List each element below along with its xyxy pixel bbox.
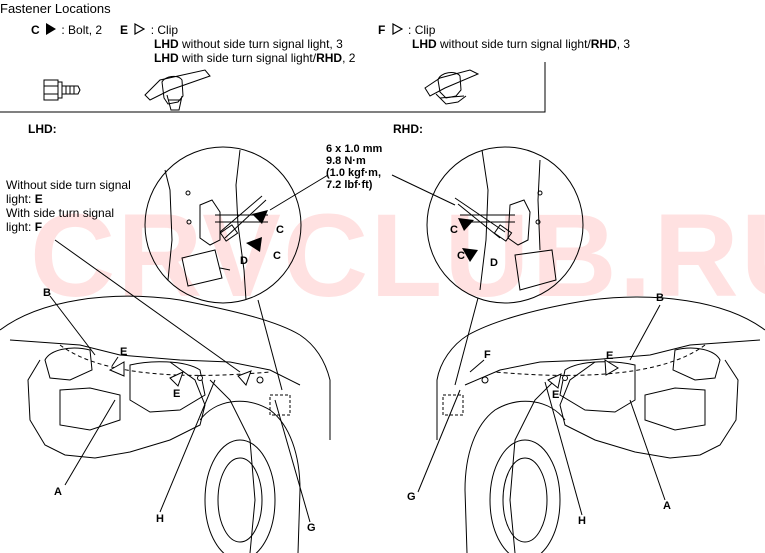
bolt-icon [43,79,81,101]
page-title: Fastener Locations [0,1,111,16]
spec-torque-kgf: (1.0 kgf·m, [326,167,382,179]
spec-torque-lbf: 7.2 lbf·ft) [326,179,373,191]
hollow-triangle-icon [392,22,403,38]
callout-c-rhd-1: C [450,224,458,236]
callout-e-left-2: E [173,388,181,400]
clip-marker [108,361,125,377]
lhd-harness [59,344,271,376]
callout-d-lhd: D [240,255,248,267]
clip-point [256,376,264,384]
note-line4: light: [6,220,35,234]
legend-c-desc: : Bolt, 2 [61,23,103,37]
legend-e-line2-end: , 2 [342,51,356,65]
legend-e-line1-text: without side turn signal light, 3 [178,37,343,51]
section-rhd: RHD: [393,122,423,136]
torque-spec: 6 x 1.0 mm 9.8 N·m (1.0 kgf·m, 7.2 lbf·f… [326,143,382,191]
rhd-vehicle [436,296,765,553]
clip-point [481,376,489,384]
arrow-c-3 [458,218,474,231]
callout-h-right: H [578,515,586,527]
hollow-triangle-icon [134,22,146,38]
note-letter-f: F [34,220,43,234]
lhd-bold: LHD [154,37,179,51]
legend-e: E : Clip [120,22,179,38]
lhd-bold: LHD [412,37,437,51]
callout-c-rhd-2: C [457,250,465,262]
section-lhd: LHD: [28,122,57,136]
callout-a-left: A [54,486,62,498]
legend-f-desc: : Clip [408,23,436,37]
clip-f-icon [424,69,480,105]
legend-e-line2: LHD with side turn signal light/RHD, 2 [154,51,355,65]
arrow-c-1 [252,210,268,224]
lhd-vehicle [0,295,331,553]
side-signal-note: Without side turn signal light: E With s… [6,178,131,234]
rhd-harness [494,344,706,376]
callout-e-right-1: E [606,350,614,362]
callout-h-left: H [156,513,164,525]
callout-b-left: B [43,287,51,299]
note-line1: Without side turn signal [6,178,131,192]
callout-c-lhd-2: C [273,250,281,262]
callout-g-left: G [307,522,316,534]
rhd-detail-circle [426,146,584,304]
callout-b-right: B [656,292,664,304]
callout-e-right-2: E [552,389,560,401]
legend-f-line1: LHD without side turn signal light/RHD, … [412,37,630,51]
clip-marker [169,371,184,387]
rhd-bold: RHD [316,51,343,65]
legend-f-line1-end: , 3 [616,37,631,51]
note-line2: light: [6,192,35,206]
lhd-detail-circle [144,146,302,304]
legend-frame [0,62,546,113]
legend-e-line1: LHD without side turn signal light, 3 [154,37,343,51]
legend-f: F : Clip [378,22,436,38]
callout-d-rhd: D [490,257,498,269]
arrow-c-4 [462,248,478,262]
legend-f-line1-text: without side turn signal light/ [436,37,591,51]
legend-c-letter: C [31,23,40,37]
legend-c: C : Bolt, 2 [31,23,102,37]
solid-triangle-icon [46,23,57,35]
spec-thread: 6 x 1.0 mm [326,143,383,155]
callout-a-right: A [663,500,671,512]
clip-e-icon [144,69,211,111]
rhd-bold: RHD [590,37,617,51]
clip-marker [604,359,619,376]
clip-marker [237,370,252,386]
legend-e-letter: E [120,23,129,37]
callout-f-right: F [484,349,491,361]
note-letter-e: E [34,192,43,206]
spec-torque-nm: 9.8 N·m [326,155,366,167]
note-line3: With side turn signal [6,206,115,220]
callout-c-lhd-1: C [276,224,284,236]
callout-g-right: G [407,491,416,503]
callout-e-left-1: E [120,346,128,358]
lhd-bold: LHD [154,51,179,65]
legend-f-letter: F [378,23,386,37]
legend-e-line2-text: with side turn signal light/ [178,51,317,65]
legend-e-desc: : Clip [150,23,179,37]
arrow-c-2 [246,237,262,252]
clip-marker [547,373,562,389]
